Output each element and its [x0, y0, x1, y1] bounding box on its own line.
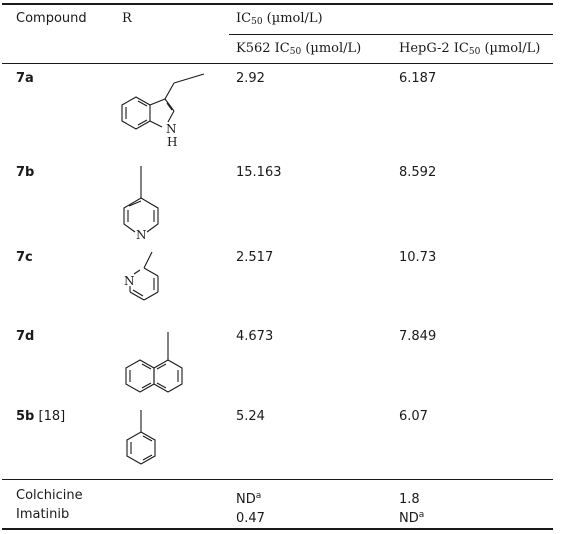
header-compound: Compound [16, 11, 87, 26]
row-k562-7c: 2.517 [236, 250, 274, 265]
controls-divider-rule [2, 479, 553, 480]
atom-label-h: H [167, 135, 177, 149]
control-k562-imatinib: 0.47 [236, 511, 265, 526]
2-pyridyl-icon: N [124, 251, 159, 301]
row-compound-7d: 7d [16, 329, 35, 344]
row-compound-7a: 7a [16, 71, 34, 86]
row-hepg2-7a: 6.187 [399, 71, 437, 86]
row-k562-7b: 15.163 [236, 165, 282, 180]
header-k562: K562 IC50 (µmol/L) [236, 41, 362, 57]
ic50-group-rule [229, 34, 553, 35]
row-k562-7d: 4.673 [236, 329, 274, 344]
row-compound-7c: 7c [16, 250, 33, 265]
row-k562-5b: 5.24 [236, 409, 265, 424]
row-hepg2-7b: 8.592 [399, 165, 437, 180]
table-bottom-rule [2, 528, 553, 530]
atom-label-n: N [136, 228, 147, 242]
row-hepg2-7d: 7.849 [399, 329, 437, 344]
row-hepg2-5b: 6.07 [399, 409, 428, 424]
control-compound-colchicine: Colchicine [16, 488, 83, 503]
row-compound-7b: 7b [16, 165, 35, 180]
1-naphthyl-icon [125, 332, 183, 393]
row-compound-5b: 5b [18] [16, 409, 66, 424]
row-hepg2-7c: 10.73 [399, 250, 437, 265]
reference-citation: [18] [34, 409, 66, 424]
header-ic50-group: IC50 (µmol/L) [236, 11, 323, 27]
control-hepg2-colchicine: 1.8 [399, 492, 420, 507]
table-top-rule [2, 3, 553, 5]
header-bottom-rule [2, 63, 553, 64]
control-k562-colchicine: NDa [236, 491, 262, 507]
row-k562-7a: 2.92 [236, 71, 265, 86]
control-compound-imatinib: Imatinib [16, 507, 70, 522]
header-r: R [122, 11, 132, 26]
4-pyridyl-icon: N [123, 166, 159, 242]
atom-label-n: N [124, 274, 135, 288]
phenyl-icon [126, 410, 156, 465]
atom-label-n: N [166, 122, 177, 136]
3-ethylindole-icon: N H [121, 73, 205, 149]
control-hepg2-imatinib: NDa [399, 510, 425, 526]
header-hepg2: HepG-2 IC50 (µmol/L) [399, 41, 541, 57]
